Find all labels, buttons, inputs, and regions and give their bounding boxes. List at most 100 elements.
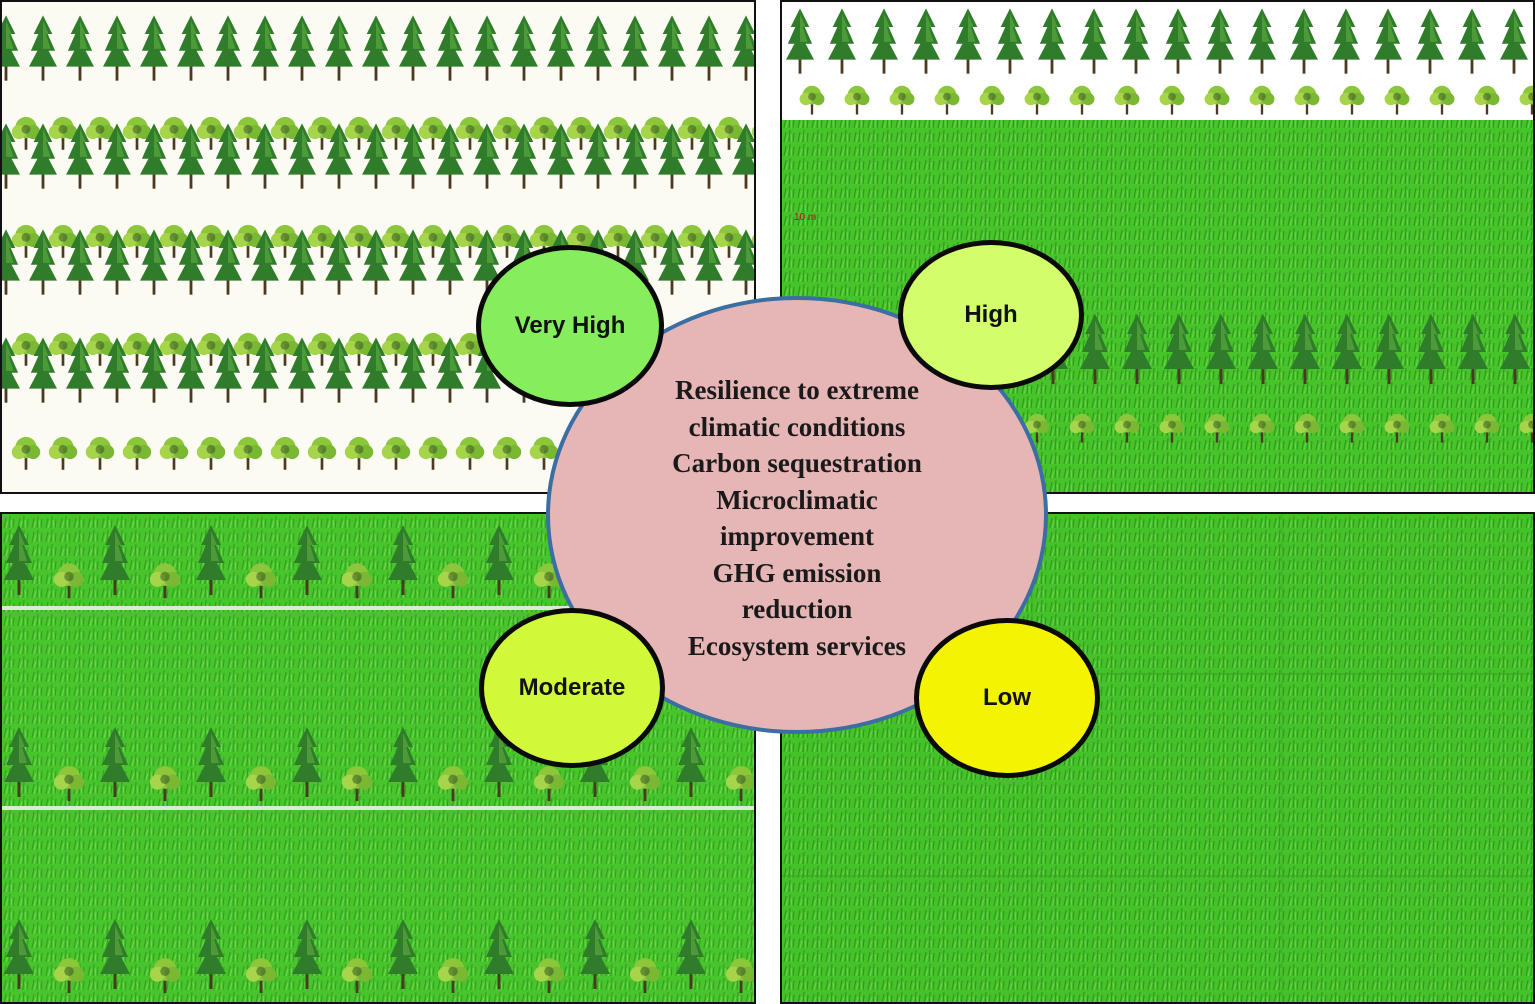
round-tree-icon <box>1249 85 1275 115</box>
conifer-tree-icon <box>29 15 57 81</box>
panel-sole-crop <box>780 512 1535 1004</box>
conifer-tree-icon <box>1248 8 1276 74</box>
round-tree-icon <box>603 116 633 150</box>
round-tree-icon <box>344 224 374 258</box>
round-tree-icon <box>122 436 152 470</box>
benefit-line: reduction <box>741 594 853 624</box>
round-tree-icon <box>196 332 226 366</box>
round-tree-icon <box>11 116 41 150</box>
conifer-tree-icon <box>1500 8 1528 74</box>
round-tree-icon <box>492 116 522 150</box>
level-high-label: High <box>964 301 1018 328</box>
round-tree-icon <box>1114 85 1140 115</box>
round-tree-icon <box>196 116 226 150</box>
round-tree-icon <box>677 224 707 258</box>
conifer-tree-icon <box>436 15 464 81</box>
level-moderate-label: Moderate <box>518 674 626 701</box>
round-tree-icon <box>270 224 300 258</box>
round-tree-icon <box>85 436 115 470</box>
benefit-line: Ecosystem services <box>687 630 907 661</box>
conifer-tree-icon <box>658 15 686 81</box>
conifer-tree-icon <box>786 8 814 74</box>
conifer-tree-icon <box>695 15 723 81</box>
conifer-tree-icon <box>1374 8 1402 74</box>
round-tree-icon <box>418 224 448 258</box>
benefit-line: GHG emission <box>712 557 882 588</box>
round-tree-icon <box>455 436 485 470</box>
round-tree-icon <box>11 332 41 366</box>
round-tree-icon <box>799 85 825 115</box>
conifer-tree-icon <box>954 8 982 74</box>
round-tree-icon <box>714 116 744 150</box>
level-low: Low <box>914 618 1100 778</box>
round-tree-icon <box>1384 85 1410 115</box>
benefit-line: improvement <box>720 521 874 551</box>
round-tree-icon <box>159 116 189 150</box>
conifer-tree-icon <box>2 15 20 81</box>
round-tree-icon <box>418 116 448 150</box>
round-tree-icon <box>529 116 559 150</box>
level-very-high: Very High <box>476 245 664 407</box>
round-tree-icon <box>233 224 263 258</box>
conifer-tree-icon <box>732 15 754 81</box>
round-tree-icon <box>307 332 337 366</box>
round-tree-icon <box>122 224 152 258</box>
conifer-tree-icon <box>1206 8 1234 74</box>
level-low-label: Low <box>983 684 1031 711</box>
round-tree-icon <box>714 224 744 258</box>
conifer-tree-icon <box>1122 8 1150 74</box>
round-tree-icon <box>1474 85 1500 115</box>
round-tree-icon <box>566 116 596 150</box>
conifer-tree-icon <box>399 15 427 81</box>
conifer-tree-icon <box>584 15 612 81</box>
round-tree-icon <box>889 85 915 115</box>
round-tree-icon <box>307 116 337 150</box>
round-tree-icon <box>233 116 263 150</box>
round-tree-icon <box>1519 85 1533 115</box>
conifer-tree-icon <box>1164 8 1192 74</box>
round-tree-icon <box>1339 85 1365 115</box>
conifer-tree-icon <box>912 8 940 74</box>
round-tree-icon <box>11 436 41 470</box>
round-tree-icon <box>677 116 707 150</box>
level-very-high-label: Very High <box>514 312 626 339</box>
scale-label: 10 m <box>794 212 817 223</box>
conifer-tree-icon <box>362 15 390 81</box>
conifer-tree-icon <box>870 8 898 74</box>
round-tree-icon <box>640 116 670 150</box>
round-tree-icon <box>344 116 374 150</box>
round-tree-icon <box>979 85 1005 115</box>
round-tree-icon <box>640 224 670 258</box>
round-tree-icon <box>48 116 78 150</box>
round-tree-icon <box>85 224 115 258</box>
conifer-tree-icon <box>288 15 316 81</box>
round-tree-icon <box>85 116 115 150</box>
conifer-tree-icon <box>996 8 1024 74</box>
round-tree-icon <box>122 332 152 366</box>
conifer-tree-icon <box>103 15 131 81</box>
round-tree-icon <box>381 436 411 470</box>
conifer-tree-icon <box>1458 8 1486 74</box>
round-tree-icon <box>934 85 960 115</box>
level-moderate: Moderate <box>479 608 665 768</box>
round-tree-icon <box>159 332 189 366</box>
conifer-tree-icon <box>1416 8 1444 74</box>
round-tree-icon <box>122 116 152 150</box>
round-tree-icon <box>344 332 374 366</box>
round-tree-icon <box>1204 85 1230 115</box>
round-tree-icon <box>11 224 41 258</box>
round-tree-icon <box>844 85 870 115</box>
round-tree-icon <box>492 224 522 258</box>
round-tree-icon <box>196 224 226 258</box>
conifer-tree-icon <box>1332 8 1360 74</box>
benefits-list: Resilience to extreme climatic condition… <box>672 372 922 664</box>
conifer-tree-icon <box>1290 8 1318 74</box>
round-tree-icon <box>381 224 411 258</box>
round-tree-icon <box>159 224 189 258</box>
conifer-tree-icon <box>140 15 168 81</box>
benefit-line: Microclimatic <box>716 484 878 515</box>
round-tree-icon <box>270 116 300 150</box>
round-tree-icon <box>196 436 226 470</box>
benefit-line: Resilience to extreme <box>675 375 919 405</box>
conifer-tree-icon <box>510 15 538 81</box>
